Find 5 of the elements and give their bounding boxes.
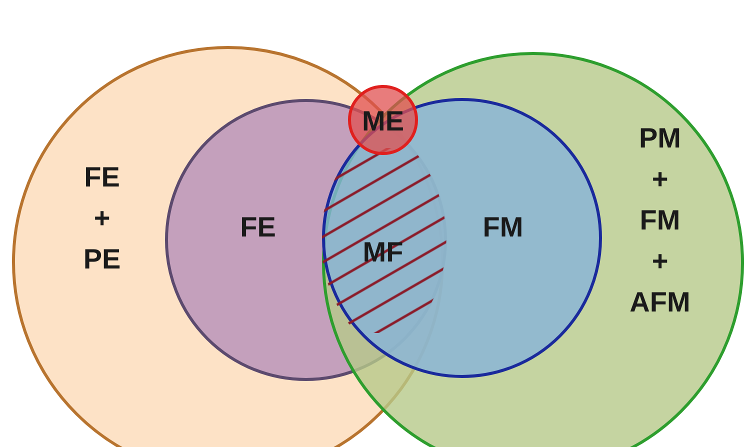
set-label: ME: [362, 104, 404, 138]
set-label: FM: [482, 210, 524, 244]
set-label: FE: [240, 210, 276, 244]
set-label: FE + PE: [83, 160, 121, 276]
set-label: PM + FM + AFM: [630, 122, 690, 320]
